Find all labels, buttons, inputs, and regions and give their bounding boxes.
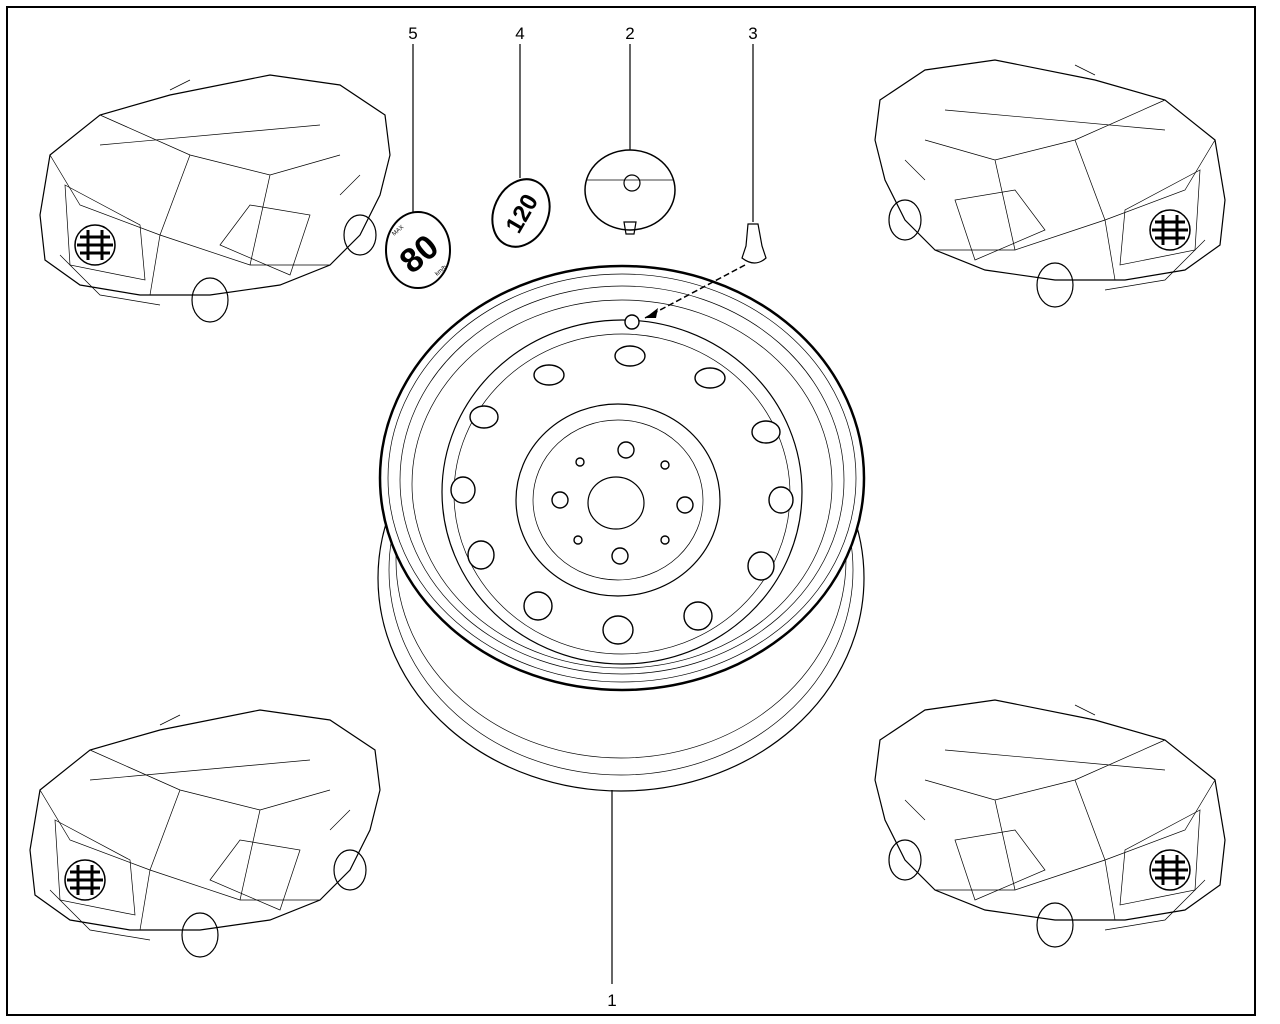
vehicle-top-right <box>873 58 1227 309</box>
callout-1: 1 <box>607 991 616 1010</box>
vehicle-top-left <box>38 73 392 324</box>
vehicle-bottom-left <box>28 708 382 959</box>
speed-badge-120: 120 <box>491 178 551 248</box>
tire-valve <box>741 223 767 264</box>
callout-2: 2 <box>625 24 634 43</box>
callout-4: 4 <box>515 24 524 43</box>
callout-leaders <box>412 44 754 984</box>
steel-wheel <box>377 264 866 792</box>
hub-cap <box>584 149 676 235</box>
diagram-frame <box>6 6 1256 1016</box>
valve-install-arrow <box>644 264 746 319</box>
callout-3: 3 <box>748 24 757 43</box>
vehicle-bottom-right <box>873 698 1227 949</box>
callout-5: 5 <box>408 24 417 43</box>
speed-badge-80: MAX 80 km/h <box>385 211 451 289</box>
